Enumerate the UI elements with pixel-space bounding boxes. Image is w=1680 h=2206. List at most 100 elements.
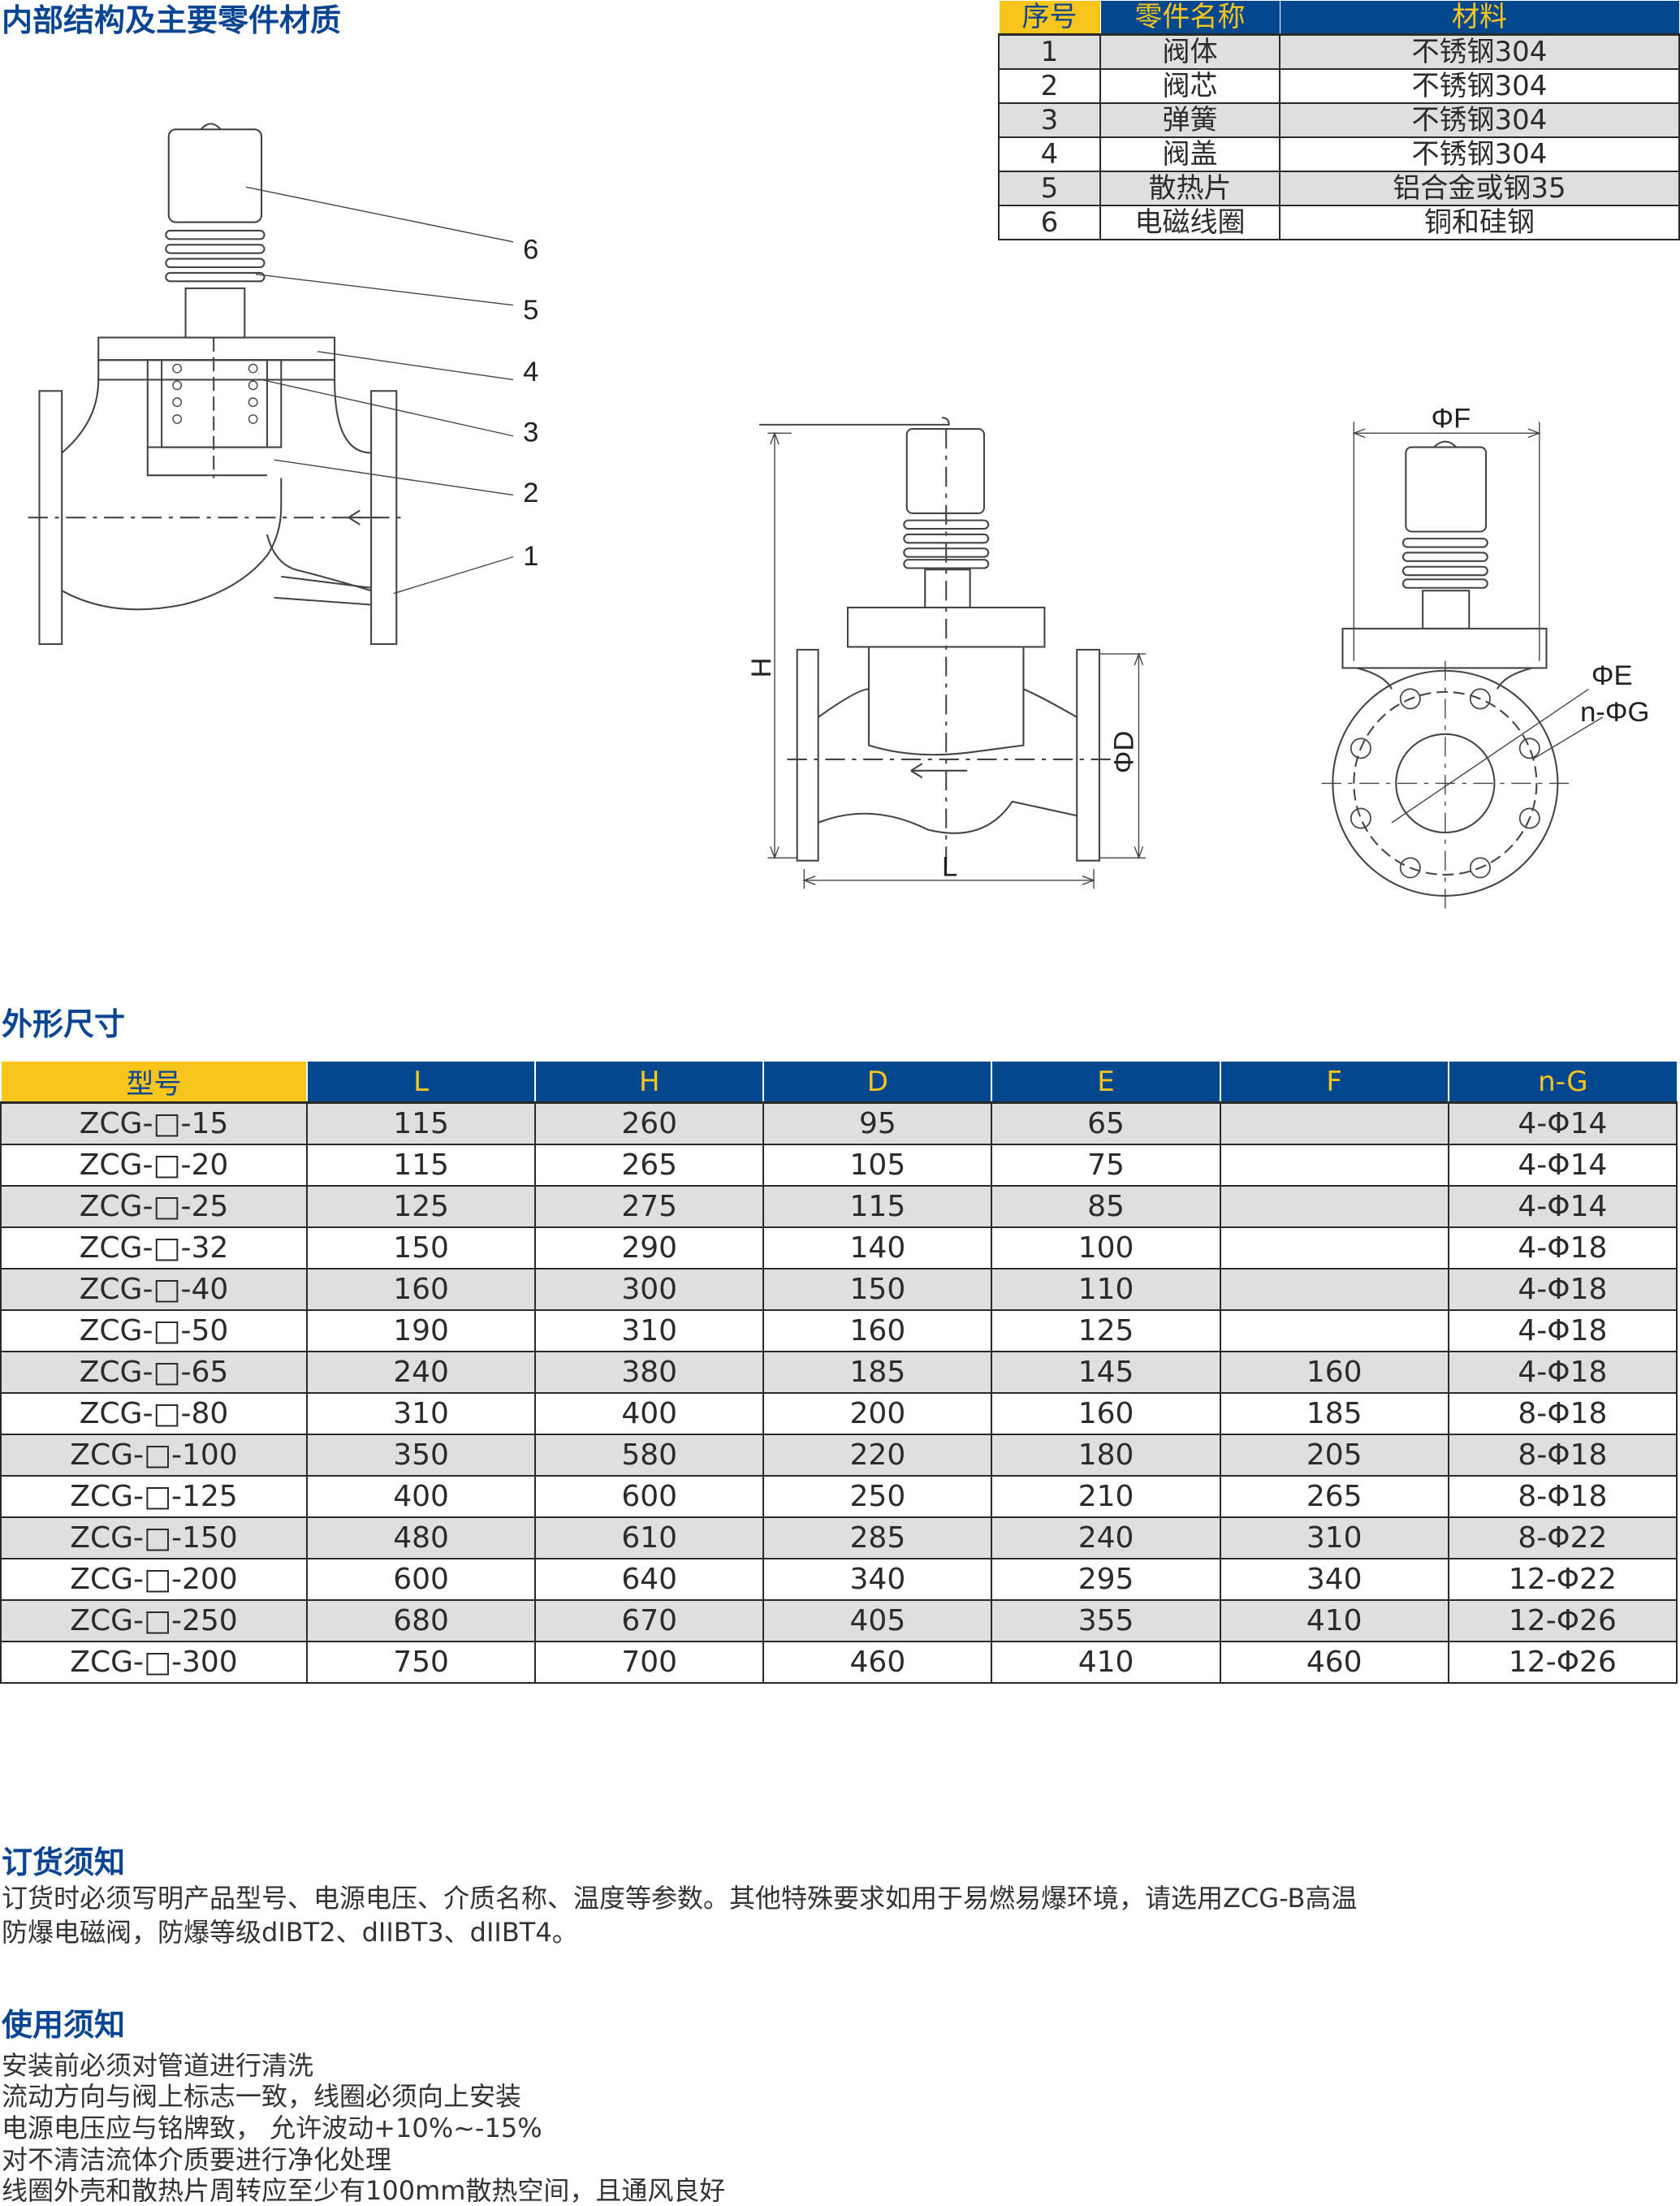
dimensions-cell: 670	[534, 1599, 765, 1642]
dimensions-cell: 400	[534, 1392, 765, 1435]
dimensions-cell: 150	[305, 1226, 537, 1270]
dimensions-cell: 8-Φ18	[1447, 1392, 1678, 1435]
parts-header-material: 材料	[1279, 0, 1680, 36]
dimensions-cell: ZCG-□-40	[0, 1268, 308, 1311]
part-name: 散热片	[1099, 171, 1281, 206]
dimensions-cell: 600	[305, 1558, 537, 1601]
dimensions-cell	[1219, 1226, 1449, 1270]
part-index: 3	[998, 102, 1101, 138]
dimensions-cell: 4-Φ14	[1447, 1101, 1678, 1145]
dimensions-cell: 310	[305, 1392, 537, 1435]
dimensions-cell: 600	[534, 1475, 765, 1518]
part-material: 不锈钢304	[1279, 33, 1680, 70]
dimensions-header-4: E	[991, 1062, 1220, 1104]
part-material: 铝合金或钢35	[1279, 171, 1680, 206]
dimensions-cell: ZCG-□-32	[0, 1226, 308, 1270]
dimensions-cell: 700	[534, 1641, 765, 1684]
dimensions-cell: 4-Φ18	[1447, 1309, 1678, 1352]
ordering-title: 订货须知	[2, 1845, 126, 1880]
dimensions-cell: 480	[305, 1516, 537, 1559]
dimensions-cell: 185	[762, 1351, 993, 1394]
dimensions-header-1: L	[305, 1062, 536, 1104]
dimensions-cell: 680	[305, 1599, 537, 1642]
dimensions-cell: 580	[534, 1434, 765, 1477]
dimensions-cell: 85	[991, 1185, 1221, 1228]
ordering-line-1: 订货时必须写明产品型号、电源电压、介质名称、温度等参数。其他特殊要求如用于易燃易…	[2, 1883, 1358, 1914]
dimensions-cell: 350	[305, 1434, 537, 1477]
dim-D: ΦD	[1108, 731, 1139, 774]
dimensions-cell: 12-Φ22	[1447, 1558, 1678, 1601]
part-index: 1	[998, 33, 1101, 70]
dimensions-cell: 140	[762, 1226, 993, 1270]
part-index: 4	[998, 136, 1101, 172]
dimensions-cell: 295	[991, 1558, 1221, 1601]
bolt-hole	[1518, 737, 1540, 759]
dimensions-header-6: n-G	[1447, 1062, 1677, 1104]
dimensions-cell: ZCG-□-50	[0, 1309, 308, 1352]
side-view-diagram: H L ΦD	[746, 417, 1147, 889]
dimensions-cell: 460	[762, 1641, 993, 1684]
dimensions-cell: 410	[1219, 1599, 1449, 1642]
dimensions-cell: 125	[991, 1309, 1221, 1352]
bolt-hole	[1399, 688, 1421, 710]
dimensions-cell: 12-Φ26	[1447, 1641, 1678, 1684]
callout-4: 4	[523, 357, 538, 387]
dimensions-cell: 145	[991, 1351, 1221, 1394]
usage-line-1: 安装前必须对管道进行清洗	[2, 2050, 314, 2081]
dimensions-header-3: D	[762, 1062, 992, 1104]
dimensions-cell: 95	[762, 1101, 993, 1145]
usage-line-4: 对不清洁流体介质要进行净化处理	[2, 2144, 392, 2175]
dimensions-cell: 410	[991, 1641, 1221, 1684]
parts-header-name: 零件名称	[1099, 0, 1281, 36]
dimensions-cell: 8-Φ18	[1447, 1434, 1678, 1477]
dimensions-cell: 105	[762, 1144, 993, 1187]
dimensions-header-0: 型号	[0, 1062, 307, 1104]
dimensions-cell: 460	[1219, 1641, 1449, 1684]
dimensions-cell	[1219, 1101, 1449, 1145]
dimensions-cell: 160	[1219, 1351, 1449, 1394]
dimensions-cell: 8-Φ18	[1447, 1475, 1678, 1518]
dimensions-cell: 400	[305, 1475, 537, 1518]
part-material: 不锈钢304	[1279, 136, 1680, 172]
callout-3: 3	[523, 417, 538, 448]
part-index: 5	[998, 171, 1101, 206]
dimensions-cell: 380	[534, 1351, 765, 1394]
dimensions-cell: 110	[991, 1268, 1221, 1311]
part-material: 铜和硅钢	[1279, 205, 1680, 240]
dimensions-cell: 160	[305, 1268, 537, 1311]
dimensions-cell: 240	[305, 1351, 537, 1394]
dimensions-cell: 340	[762, 1558, 993, 1601]
dimensions-title: 外形尺寸	[2, 1006, 126, 1042]
part-material: 不锈钢304	[1279, 102, 1680, 138]
dimensions-cell	[1219, 1309, 1449, 1352]
dimensions-cell: ZCG-□-100	[0, 1434, 308, 1477]
dimensions-cell	[1219, 1185, 1449, 1228]
dimensions-cell: 405	[762, 1599, 993, 1642]
parts-header-index: 序号	[998, 0, 1101, 36]
dimensions-cell: 640	[534, 1558, 765, 1601]
dimensions-cell: 275	[534, 1185, 765, 1228]
bolt-hole	[1469, 857, 1491, 879]
part-name: 阀体	[1099, 33, 1281, 70]
front-view-diagram: ΦF ΦE n-ΦG	[1321, 403, 1649, 915]
dimensions-cell: 12-Φ26	[1447, 1599, 1678, 1642]
structure-title: 内部结构及主要零件材质	[2, 2, 342, 38]
dimensions-cell: 355	[991, 1599, 1221, 1642]
